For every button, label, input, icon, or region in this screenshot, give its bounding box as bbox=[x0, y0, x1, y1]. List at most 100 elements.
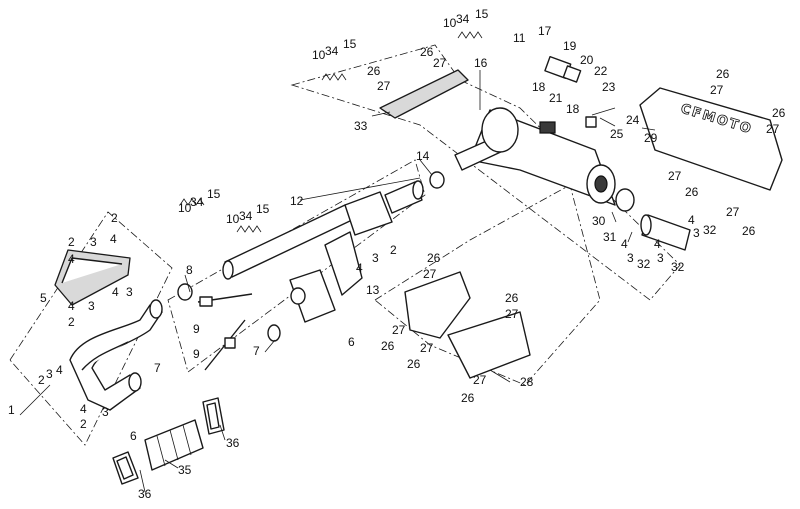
callout-9: 9 bbox=[193, 347, 200, 361]
callout-4: 4 bbox=[68, 252, 75, 266]
callout-3: 3 bbox=[627, 251, 634, 265]
callout-11: 11 bbox=[513, 31, 526, 45]
leader-lines bbox=[19, 70, 656, 493]
callout-26: 26 bbox=[427, 251, 441, 265]
callout-26: 26 bbox=[420, 45, 434, 59]
spring-34-b bbox=[236, 225, 262, 233]
callout-8: 8 bbox=[186, 263, 193, 277]
part-14-gasket bbox=[429, 171, 445, 189]
callout-22: 22 bbox=[594, 64, 608, 78]
callout-18: 18 bbox=[566, 102, 580, 116]
assembly-boundary-lower bbox=[374, 184, 601, 386]
part-9-o2-sensor-lower bbox=[204, 319, 246, 371]
callout-18: 18 bbox=[532, 80, 546, 94]
callout-26: 26 bbox=[381, 339, 395, 353]
part-24-bolt bbox=[591, 107, 616, 116]
callout-30: 30 bbox=[592, 214, 606, 228]
callout-27: 27 bbox=[420, 341, 434, 355]
callout-26: 26 bbox=[505, 291, 519, 305]
part-36-gasket-top bbox=[202, 397, 225, 435]
callout-27: 27 bbox=[668, 169, 682, 183]
callout-27: 27 bbox=[433, 56, 447, 70]
callout-4: 4 bbox=[56, 363, 63, 377]
spring-34-d bbox=[457, 31, 483, 39]
callout-27: 27 bbox=[766, 122, 780, 136]
part-28-lower-heat-shield bbox=[404, 271, 531, 379]
callout-26: 26 bbox=[772, 106, 786, 120]
callout-4: 4 bbox=[80, 402, 87, 416]
callout-26: 26 bbox=[742, 224, 756, 238]
callout-20: 20 bbox=[580, 53, 594, 67]
callout-27: 27 bbox=[710, 83, 724, 97]
callout-29: 29 bbox=[644, 131, 658, 145]
callout-23: 23 bbox=[602, 80, 616, 94]
callout-4: 4 bbox=[688, 213, 695, 227]
callout-15: 15 bbox=[256, 202, 270, 216]
callout-26: 26 bbox=[367, 64, 381, 78]
part-13-bracket bbox=[289, 231, 363, 323]
callout-10: 10 bbox=[443, 16, 457, 30]
part-35-heat-wrap bbox=[144, 419, 204, 471]
callout-34: 34 bbox=[456, 12, 470, 26]
callout-labels: 1 5 2 4 2 3 4 4 3 2 4 3 2 3 4 4 3 2 6 7 … bbox=[8, 7, 786, 501]
callout-15: 15 bbox=[475, 7, 489, 21]
callout-21: 21 bbox=[549, 91, 563, 105]
part-12-mid-pipe-catalyst bbox=[222, 180, 424, 280]
part-31-tail-pipe bbox=[640, 214, 691, 251]
callout-27: 27 bbox=[726, 205, 740, 219]
callout-12: 12 bbox=[290, 194, 304, 208]
callout-19: 19 bbox=[563, 39, 577, 53]
part-5-header-shield bbox=[54, 249, 131, 306]
callout-3: 3 bbox=[102, 405, 109, 419]
callout-28: 28 bbox=[520, 375, 534, 389]
callout-3: 3 bbox=[46, 367, 53, 381]
callout-33: 33 bbox=[354, 119, 368, 133]
callout-14: 14 bbox=[416, 149, 430, 163]
callout-6: 6 bbox=[348, 335, 355, 349]
part-1-header-pipe bbox=[69, 299, 163, 411]
callout-27: 27 bbox=[473, 373, 487, 387]
callout-10: 10 bbox=[226, 212, 240, 226]
callout-32: 32 bbox=[703, 223, 717, 237]
callout-15: 15 bbox=[343, 37, 357, 51]
callout-26: 26 bbox=[685, 185, 699, 199]
callout-4: 4 bbox=[621, 237, 628, 251]
part-29-muffler-guard: CFMOTO bbox=[639, 87, 783, 191]
part-30-gasket bbox=[615, 188, 635, 212]
callout-4: 4 bbox=[654, 237, 661, 251]
callout-3: 3 bbox=[657, 251, 664, 265]
callout-2: 2 bbox=[68, 315, 75, 329]
callout-27: 27 bbox=[377, 79, 391, 93]
spring-34-c bbox=[321, 73, 347, 81]
callout-7: 7 bbox=[253, 344, 260, 358]
callout-32: 32 bbox=[671, 260, 685, 274]
callout-2: 2 bbox=[111, 211, 118, 225]
callout-5: 5 bbox=[40, 291, 47, 305]
callout-3: 3 bbox=[693, 226, 700, 240]
callout-3: 3 bbox=[126, 285, 133, 299]
callout-24: 24 bbox=[626, 113, 640, 127]
callout-2: 2 bbox=[38, 373, 45, 387]
callout-3: 3 bbox=[88, 299, 95, 313]
callout-26: 26 bbox=[461, 391, 475, 405]
callout-34: 34 bbox=[190, 195, 204, 209]
callout-7: 7 bbox=[154, 361, 161, 375]
callout-16: 16 bbox=[474, 56, 488, 70]
callout-31: 31 bbox=[603, 230, 617, 244]
part-21-bracket bbox=[539, 121, 556, 134]
part-9-o2-sensor-upper bbox=[197, 293, 253, 307]
callout-26: 26 bbox=[716, 67, 730, 81]
part-25-clamp bbox=[585, 116, 597, 128]
callout-17: 17 bbox=[538, 24, 552, 38]
part-36-gasket-bottom bbox=[112, 451, 139, 485]
callout-25: 25 bbox=[610, 127, 624, 141]
callout-34: 34 bbox=[325, 44, 339, 58]
callout-9: 9 bbox=[193, 322, 200, 336]
callout-36: 36 bbox=[226, 436, 240, 450]
callout-15: 15 bbox=[207, 187, 221, 201]
callout-36: 36 bbox=[138, 487, 152, 501]
assembly-boundary-midpipe bbox=[167, 159, 426, 373]
callout-27: 27 bbox=[423, 267, 437, 281]
callout-3: 3 bbox=[372, 251, 379, 265]
